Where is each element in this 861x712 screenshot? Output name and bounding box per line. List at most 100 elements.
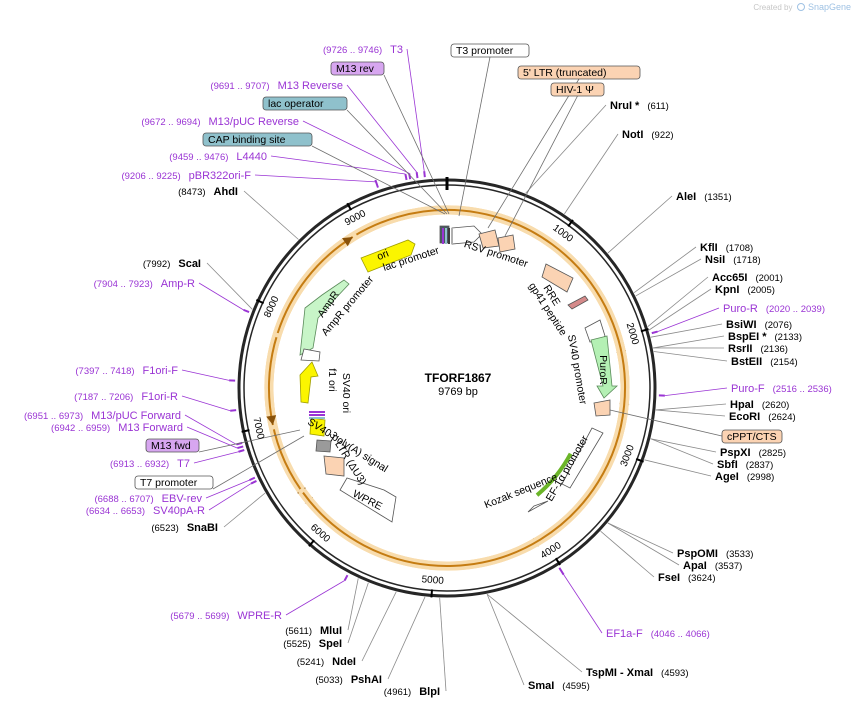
enzyme-name: MluI <box>320 625 342 637</box>
enzyme-callout <box>633 246 697 293</box>
enzyme-position: (2998) <box>747 472 774 483</box>
sv40-polya-box <box>315 439 332 453</box>
primer-range: (7904 .. 7923) <box>94 279 153 290</box>
enzyme-callout <box>439 597 447 692</box>
box-callout <box>212 435 305 490</box>
primer-name: SV40pA-R <box>153 505 205 517</box>
enzyme-callout <box>347 582 369 644</box>
primer-callout <box>562 572 603 634</box>
primer-name: M13/pUC Reverse <box>209 116 299 128</box>
enzyme-name: PspOMI <box>677 548 718 560</box>
enzyme-callout <box>600 530 655 578</box>
box-label-bg <box>262 96 348 111</box>
enzyme-callout <box>648 288 712 331</box>
primer-site-mark <box>230 409 237 412</box>
primer-range: (9672 .. 9694) <box>141 117 200 128</box>
enzyme-label-nsii: NsiI(1718) <box>705 254 761 266</box>
credit-brand: SnapGene <box>807 2 851 12</box>
sv40-ori-box <box>309 417 326 437</box>
gp41-arrow <box>567 295 589 310</box>
enzyme-callout <box>607 522 680 566</box>
box-label-primer-bind: M13 rev <box>336 63 375 75</box>
orf-arc-7 <box>276 236 354 334</box>
box-label-bg <box>145 438 200 453</box>
enzyme-position: (1708) <box>726 243 753 254</box>
box-label-protein-bind: lac operator <box>268 98 324 110</box>
enzyme-label-rsrii: RsrII(2136) <box>728 343 788 355</box>
enzyme-position: (2620) <box>762 400 789 411</box>
orf-arc-6-arrowhead <box>266 415 277 426</box>
primer-callout <box>208 483 252 511</box>
primer-site-mark <box>243 308 250 313</box>
inner-feature-label: EF-1α promoter <box>544 433 592 503</box>
enzyme-callout <box>655 409 726 417</box>
enzyme-callout <box>486 593 525 686</box>
enzyme-position: (922) <box>651 130 673 141</box>
lower-stripe <box>309 417 325 419</box>
f1-ori-arrow <box>299 361 319 404</box>
plasmid-name: TFORF1867 <box>425 371 492 385</box>
primer-site-mark <box>250 480 257 485</box>
primer-callout <box>664 387 728 397</box>
box-label-bg <box>202 132 313 147</box>
ltr3-box <box>323 455 345 477</box>
primer-name: EF1a-F <box>606 628 643 640</box>
lower-stripe <box>309 414 325 416</box>
primer-name: Puro-F <box>731 383 765 395</box>
primer-site-mark <box>374 179 379 188</box>
box-label-bg <box>721 429 783 444</box>
primer-name: M13 Reverse <box>278 80 343 92</box>
primer-range: (6688 .. 6707) <box>94 494 153 505</box>
primer-label: (6688 .. 6707)EBV-rev <box>94 493 202 505</box>
enzyme-position: (1351) <box>704 192 731 203</box>
snapgene-credit: Created by SnapGene <box>753 2 851 12</box>
puror-arrow <box>590 335 619 399</box>
mcs-stripe <box>442 228 444 244</box>
box-callout <box>198 429 301 453</box>
enzyme-label-scai: (7992)ScaI <box>143 258 201 270</box>
primer-label: (7904 .. 7923)Amp-R <box>94 278 195 290</box>
enzyme-label-tspmi-xmai: TspMI - XmaI (4593) <box>586 667 689 679</box>
primer-range: (7187 .. 7206) <box>74 392 133 403</box>
enzyme-name: BsiWI <box>726 319 757 331</box>
enzyme-position: (4593) <box>661 668 688 679</box>
primer-range: (5679 .. 5699) <box>170 611 229 622</box>
enzyme-callout <box>653 351 728 362</box>
enzyme-label-acc65i: Acc65I(2001) <box>712 272 783 284</box>
mcs-stripe <box>445 228 447 244</box>
labels: 100020003000400050006000700080009000NruI… <box>24 44 832 698</box>
enzyme-label-pspomi: PspOMI(3533) <box>677 548 753 560</box>
enzyme-label-ndei: (5241)NdeI <box>297 656 356 668</box>
primer-site-mark <box>408 173 412 180</box>
enzyme-label-kpni: KpnI(2005) <box>715 284 775 296</box>
enzyme-name: HpaI <box>730 399 754 411</box>
enzyme-name: AhdI <box>214 186 238 198</box>
orf-arc-7-arrowhead <box>342 237 353 247</box>
lower-stripe <box>309 411 325 413</box>
primer-site-mark <box>423 171 426 178</box>
rre-box <box>541 263 574 293</box>
primer-callout <box>254 174 377 183</box>
ampr-promoter-arrow <box>300 348 321 362</box>
enzyme-position: (1718) <box>733 255 760 266</box>
inner-feature-label: SV40 promoter <box>565 334 589 406</box>
enzyme-callout <box>607 195 673 254</box>
enzyme-name: PspXI <box>720 447 751 459</box>
box-label-bg <box>550 82 605 97</box>
primer-site-mark <box>238 449 245 453</box>
enzyme-position: (5525) <box>283 639 310 650</box>
primer-callout <box>198 282 244 311</box>
enzyme-label-agei: AgeI(2998) <box>715 471 774 483</box>
snapgene-logo-icon <box>796 3 805 11</box>
enzyme-position: (3624) <box>688 573 715 584</box>
primer-site-mark <box>249 476 256 482</box>
primer-site-mark <box>651 330 658 335</box>
enzyme-callout <box>486 593 583 673</box>
box-label-bg <box>330 61 385 76</box>
tick-mark <box>554 557 561 566</box>
ampr-arrow <box>299 279 350 356</box>
primer-label: (7397 .. 7418)F1ori-F <box>75 365 178 377</box>
primer-range: (9206 .. 9225) <box>121 171 180 182</box>
box-callout <box>504 95 578 237</box>
enzyme-name: TspMI - XmaI <box>586 667 653 679</box>
